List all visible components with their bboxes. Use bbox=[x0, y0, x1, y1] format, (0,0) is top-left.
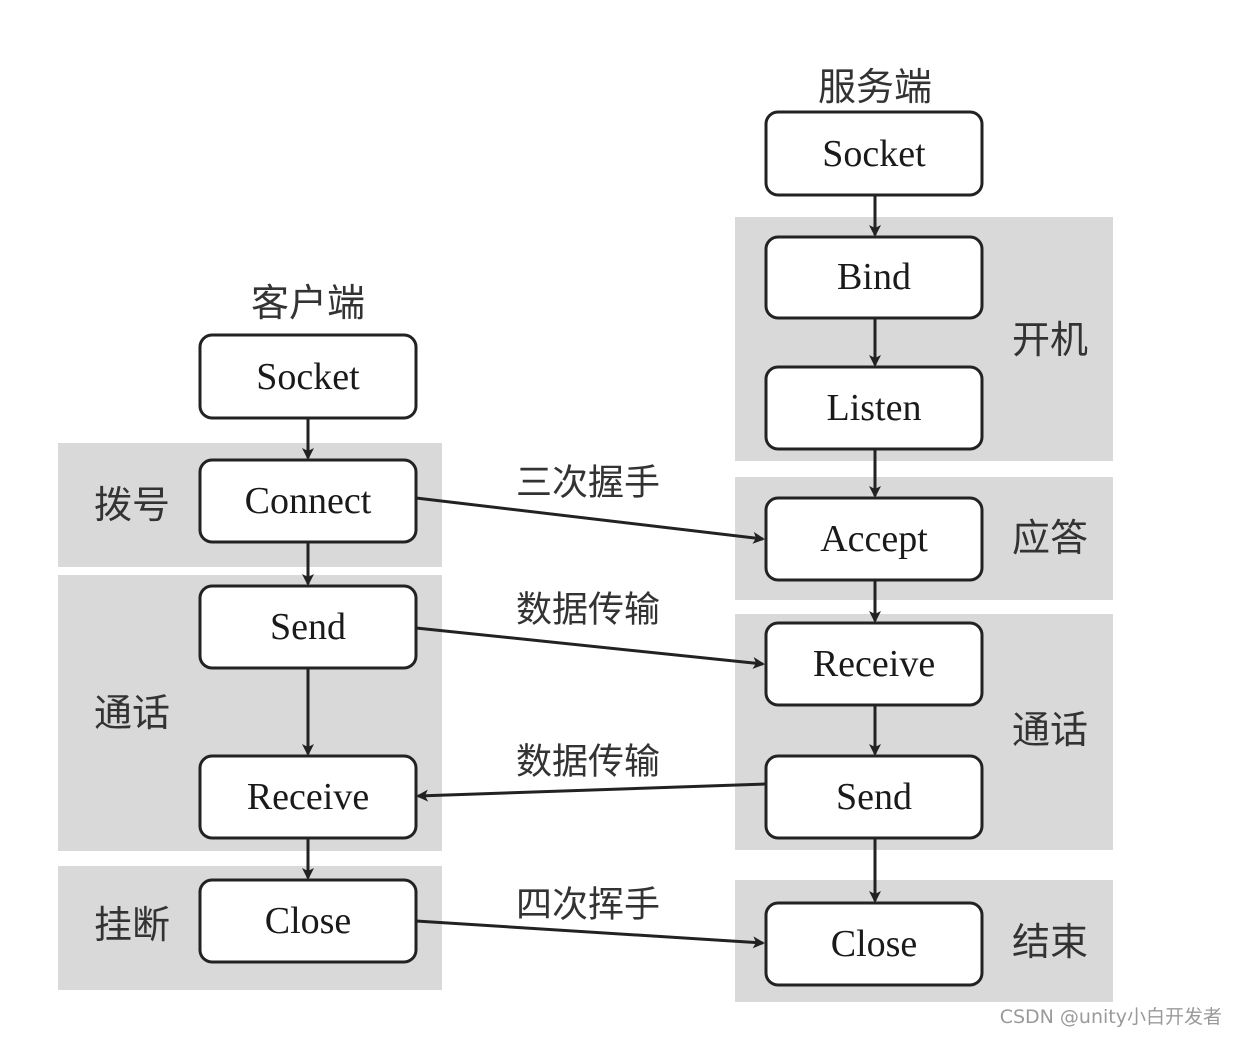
client-node-send: Send bbox=[198, 584, 418, 670]
arrow-handshake bbox=[415, 496, 765, 544]
client-node-receive: Receive bbox=[198, 754, 418, 840]
server-phase-answer: 应答 bbox=[1012, 516, 1088, 560]
server-phase-talk: 通话 bbox=[1012, 708, 1088, 752]
client-phase-hangup: 挂断 bbox=[94, 903, 170, 947]
server-node-bind: Bind bbox=[764, 235, 984, 320]
server-node-listen: Listen bbox=[764, 365, 984, 451]
client-node-receive-label: Receive bbox=[247, 776, 369, 818]
arrow-wave bbox=[415, 919, 765, 949]
server-phase-startup: 开机 bbox=[1012, 318, 1088, 362]
watermark: CSDN @unity小白开发者 bbox=[1000, 1006, 1222, 1028]
client-phase-dial: 拨号 bbox=[94, 483, 170, 527]
server-node-close-label: Close bbox=[831, 923, 918, 965]
client-node-socket-label: Socket bbox=[256, 356, 360, 398]
edge-label-wave: 四次挥手 bbox=[516, 885, 660, 926]
edge-label-handshake: 三次握手 bbox=[516, 463, 660, 504]
arrow-transfer-to-server bbox=[415, 626, 765, 669]
client-node-close-label: Close bbox=[265, 900, 352, 942]
server-node-close: Close bbox=[764, 901, 984, 987]
edge-label-transfer-to-client: 数据传输 bbox=[516, 742, 660, 783]
server-node-receive: Receive bbox=[764, 621, 984, 707]
server-node-send: Send bbox=[764, 754, 984, 840]
server-node-accept: Accept bbox=[764, 496, 984, 582]
client-node-connect-label: Connect bbox=[245, 480, 372, 522]
server-node-accept-label: Accept bbox=[820, 518, 928, 560]
server-node-socket-label: Socket bbox=[822, 133, 926, 175]
client-node-connect: Connect bbox=[198, 458, 418, 544]
client-phase-talk: 通话 bbox=[94, 691, 170, 735]
server-node-socket: Socket bbox=[764, 110, 984, 197]
server-node-receive-label: Receive bbox=[813, 643, 935, 685]
arrow-transfer-to-client bbox=[416, 782, 766, 802]
server-node-listen-label: Listen bbox=[827, 387, 922, 429]
server-node-send-label: Send bbox=[836, 776, 912, 818]
server-title: 服务端 bbox=[818, 65, 932, 109]
server-phase-end: 结束 bbox=[1012, 920, 1088, 964]
client-node-close: Close bbox=[198, 878, 418, 964]
client-title: 客户端 bbox=[251, 281, 365, 325]
edge-label-transfer-to-server: 数据传输 bbox=[516, 590, 660, 631]
server-node-bind-label: Bind bbox=[837, 256, 911, 298]
client-node-send-label: Send bbox=[270, 606, 346, 648]
client-node-socket: Socket bbox=[198, 333, 418, 420]
